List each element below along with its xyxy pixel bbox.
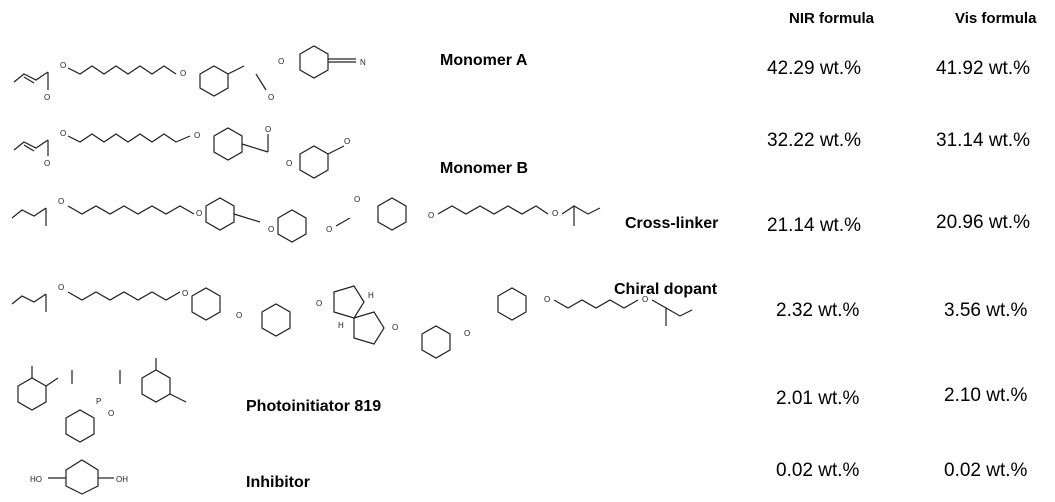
monomer-b-label: Monomer B <box>440 160 528 177</box>
monomer-a-label: Monomer A <box>440 52 528 69</box>
inhibitor-structure: HO OH <box>30 459 128 495</box>
svg-text:H: H <box>338 321 344 330</box>
svg-text:O: O <box>194 131 200 140</box>
svg-text:O: O <box>278 57 284 66</box>
header-vis-formula: Vis formula <box>955 10 1037 27</box>
monomer-a-structure: O O O O O N <box>13 45 366 102</box>
chiral-dopant-structure: O O O O H H O O O O <box>11 283 693 359</box>
svg-text:O: O <box>552 209 558 218</box>
chiral-dopant-label: Chiral dopant <box>614 281 718 298</box>
svg-text:O: O <box>286 159 292 168</box>
svg-text:H: H <box>368 291 374 300</box>
svg-text:O: O <box>544 295 550 304</box>
svg-text:O: O <box>60 129 66 138</box>
monomer-a-nir-value: 42.29 wt.% <box>767 58 861 79</box>
svg-text:O: O <box>316 299 322 308</box>
svg-text:O: O <box>268 93 274 102</box>
chiral-dopant-nir-value: 2.32 wt.% <box>776 300 860 321</box>
inhibitor-label: Inhibitor <box>246 474 310 491</box>
svg-text:HO: HO <box>30 475 42 484</box>
svg-text:O: O <box>344 137 350 146</box>
monomer-b-structure: O O O O O O <box>13 125 350 179</box>
svg-text:O: O <box>60 61 66 70</box>
monomer-b-nir-value: 32.22 wt.% <box>767 130 861 151</box>
svg-text:O: O <box>326 225 332 234</box>
svg-text:O: O <box>44 159 50 168</box>
svg-text:O: O <box>354 195 360 204</box>
photoinitiator-nir-value: 2.01 wt.% <box>776 388 860 409</box>
svg-text:O: O <box>265 125 271 134</box>
svg-text:O: O <box>180 69 186 78</box>
chiral-dopant-vis-value: 3.56 wt.% <box>944 300 1028 321</box>
svg-text:O: O <box>44 93 50 102</box>
svg-text:O: O <box>464 329 470 338</box>
photoinitiator-vis-value: 2.10 wt.% <box>944 385 1028 406</box>
svg-text:O: O <box>268 225 274 234</box>
svg-text:O: O <box>392 323 398 332</box>
svg-text:O: O <box>236 311 242 320</box>
header-nir-formula: NIR formula <box>789 10 875 27</box>
svg-text:O: O <box>58 283 64 292</box>
svg-text:O: O <box>642 295 648 304</box>
inhibitor-nir-value: 0.02 wt.% <box>776 460 860 481</box>
svg-text:O: O <box>182 289 188 298</box>
svg-text:N: N <box>360 58 366 67</box>
photoinitiator-label: Photoinitiator 819 <box>246 398 382 415</box>
svg-text:O: O <box>58 197 64 206</box>
photoinitiator-structure: P O <box>17 358 187 443</box>
svg-text:O: O <box>196 209 202 218</box>
svg-text:O: O <box>108 409 114 418</box>
cross-linker-nir-value: 21.14 wt.% <box>767 215 861 236</box>
cross-linker-structure: O O O O O O O <box>11 195 601 243</box>
monomer-a-vis-value: 41.92 wt.% <box>936 58 1030 79</box>
monomer-b-vis-value: 31.14 wt.% <box>936 130 1030 151</box>
cross-linker-label: Cross-linker <box>625 215 719 232</box>
cross-linker-vis-value: 20.96 wt.% <box>936 212 1030 233</box>
svg-text:OH: OH <box>116 475 128 484</box>
svg-text:O: O <box>428 211 434 220</box>
svg-text:P: P <box>96 397 101 406</box>
inhibitor-vis-value: 0.02 wt.% <box>944 460 1028 481</box>
